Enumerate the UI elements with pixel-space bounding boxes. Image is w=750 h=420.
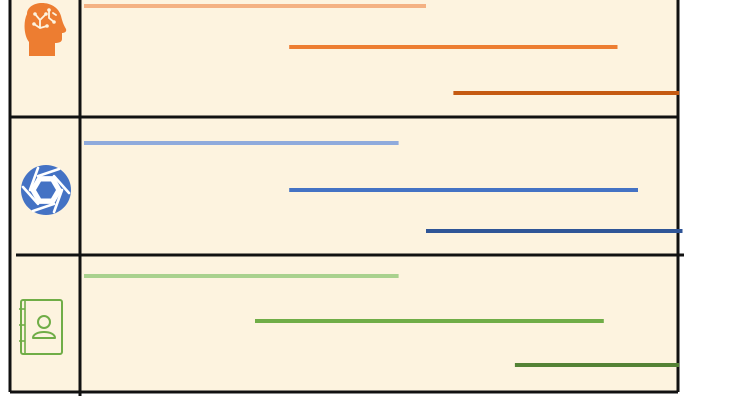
- brain-head-icon: [24, 3, 67, 56]
- diagram-background: [10, 0, 678, 392]
- camera-aperture-icon: [21, 165, 71, 215]
- timeline-bars: [84, 4, 683, 367]
- grid-lines: [8, 0, 684, 396]
- contact-book-icon: [19, 299, 63, 355]
